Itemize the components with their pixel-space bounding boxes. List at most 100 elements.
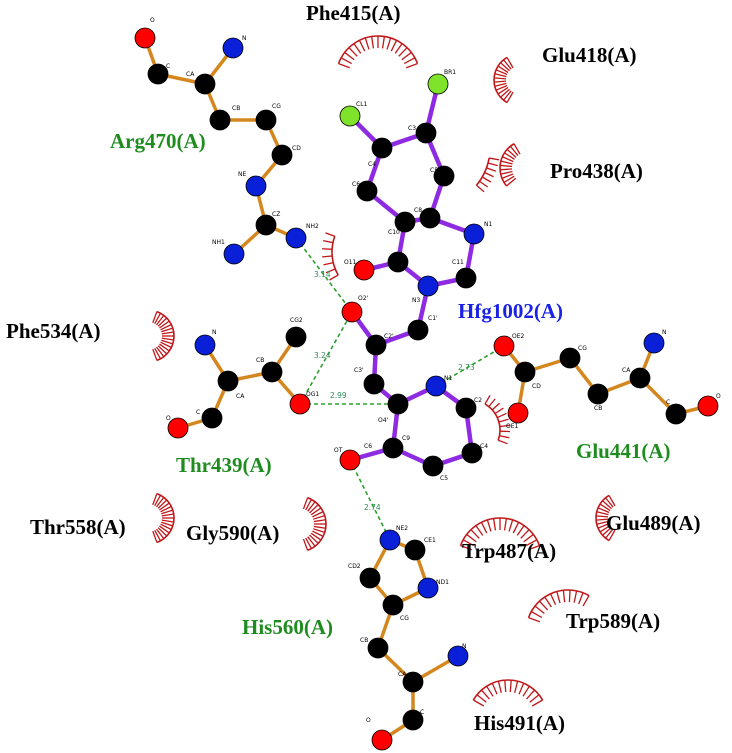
hydrophobic-arc-spike — [475, 525, 484, 536]
hydrophobic-arc-spike — [597, 507, 610, 514]
atom-label: OG1 — [306, 391, 319, 398]
atom-carbon — [629, 367, 651, 389]
hydrophobic-arc-spike — [503, 175, 515, 183]
hydrophobic-arc-spike — [529, 694, 540, 703]
hydrophobic-arc-spike — [500, 168, 513, 171]
hydrophobic-arc-spike — [491, 682, 498, 695]
atom-oxygen — [697, 395, 719, 417]
atom-carbon — [394, 211, 416, 233]
hydrophobic-arc-spike — [358, 40, 366, 52]
hydrophobic-arc-spike — [602, 526, 612, 536]
hydrophobic-arc-spike — [329, 274, 339, 281]
atom-oxygen — [353, 259, 375, 281]
atom-nitrogen — [417, 577, 439, 599]
atom-nitrogen — [425, 375, 447, 397]
atom-label: C9 — [402, 435, 410, 442]
atom-carbon — [356, 180, 378, 202]
hydrophobic-arc-spike — [157, 499, 168, 509]
hydrophobic-arc-spike — [405, 63, 418, 69]
hydrophobic-arc-spike — [486, 519, 492, 532]
hydrophobic-arc-spike — [495, 69, 508, 76]
hydrophobic-arc-spike — [161, 327, 173, 333]
hydrophobic-arc-spike — [503, 59, 512, 70]
hydrophobic-arc-spike — [605, 497, 614, 508]
hbond-thr439-ligand-a — [299, 311, 353, 405]
hydrophobic-arc-spike — [160, 505, 172, 513]
atom-oxygen — [167, 417, 189, 439]
hydrophobic-arc-spike — [160, 341, 172, 349]
hydrophobic-arc-spike — [161, 337, 174, 341]
hydrogen-bonds — [295, 237, 505, 541]
hydrophobic-residue-label: Thr558(A) — [30, 515, 126, 539]
hbond-distance-label: 2.99 — [330, 391, 347, 400]
hydrophobic-arc-spike — [608, 529, 616, 541]
atom-label: N — [212, 329, 217, 336]
hydrophobic-arc-spike — [364, 37, 370, 50]
hydrophobic-arc-spike — [494, 407, 504, 415]
atom-nitrogen — [463, 223, 485, 245]
hydrophobic-arc-spike — [470, 529, 480, 539]
atom-label: CE1 — [424, 537, 436, 544]
hydrophobic-arc-spike — [309, 504, 319, 514]
hydrophobic-arc-spike — [156, 314, 165, 326]
hydrophobic-arc-spike — [605, 528, 614, 539]
hydrophobic-arc-spike — [573, 590, 578, 603]
hydrophobic-arc-spike — [386, 37, 392, 50]
hydrophobic-residue-label: Trp589(A) — [566, 609, 660, 633]
hydrophobic-arc-spike — [480, 522, 488, 534]
hydrophobic-arc-spike — [159, 502, 170, 511]
hydrophobic-arc-spike — [528, 617, 541, 623]
atom-carbon — [255, 109, 277, 131]
atom-carbon — [382, 437, 404, 459]
atom-carbon — [363, 373, 385, 395]
hydrophobic-arc-spike — [495, 84, 508, 91]
hydrophobic-arc-spike — [497, 65, 509, 74]
hydrophobic-arc-spike — [309, 534, 319, 544]
atom-label: C4 — [368, 161, 376, 168]
atom-label: CB — [594, 405, 602, 412]
atom-label: O — [150, 17, 155, 24]
atom-oxygen — [289, 393, 311, 415]
atom-carbon — [559, 347, 581, 369]
hydrophobic-arc-spike — [492, 518, 497, 531]
hydrophobic-arc-spike — [520, 529, 530, 539]
atom-carbon — [217, 370, 239, 392]
atom-label: C — [166, 63, 170, 70]
atom-label: NH1 — [212, 239, 225, 246]
hydrophobic-arc — [527, 589, 590, 618]
hydrophobic-arc-spike — [305, 499, 313, 511]
hydrophobic-arc-spike — [539, 600, 549, 611]
hydrophobic-arc-spike — [549, 593, 557, 605]
hbond-glu441-ligand — [435, 345, 505, 387]
hydrophobic-arc-spike — [390, 40, 398, 52]
atom-carbon — [402, 671, 424, 693]
hydrophobic-arc-spike — [156, 346, 165, 358]
hydrophobic-residue-label: Trp487(A) — [462, 539, 556, 563]
hydrophobic-arc-spike — [486, 685, 494, 697]
atom-label: C1' — [428, 315, 438, 322]
atom-label: N3 — [412, 297, 420, 304]
hbond-distance-label: 2.73 — [458, 363, 475, 372]
atom-label: CD2 — [348, 563, 361, 570]
atom-label: CG — [272, 103, 281, 110]
atom-nitrogen — [222, 37, 244, 59]
hbond-distance-label: 2.74 — [364, 503, 381, 512]
hydrophobic-arc-spike — [498, 418, 509, 423]
atom-nitrogen — [194, 334, 216, 356]
hydrophobic-arc-spike — [506, 148, 517, 158]
hydrophobic-arc-spike — [484, 171, 494, 178]
atom-label: NH2 — [306, 223, 319, 230]
atom-label: OE2 — [512, 333, 525, 340]
atom-carbon — [415, 122, 437, 144]
hydrophobic-arc-spike — [381, 36, 386, 49]
hydrophobic-arc-spike — [398, 47, 408, 57]
hydrophobic-arc-spike — [313, 528, 325, 534]
atom-oxygen — [507, 402, 529, 424]
hydrophobic-arc-spike — [161, 513, 174, 517]
hydrophobic-arc-spike — [562, 590, 566, 603]
atom-carbon — [587, 383, 609, 405]
hydrophobic-arc-spike — [403, 57, 416, 65]
hydrophobic-arc-spike — [494, 82, 507, 87]
atom-label: C — [666, 399, 670, 406]
hydrophobic-arc-spike — [526, 689, 536, 700]
